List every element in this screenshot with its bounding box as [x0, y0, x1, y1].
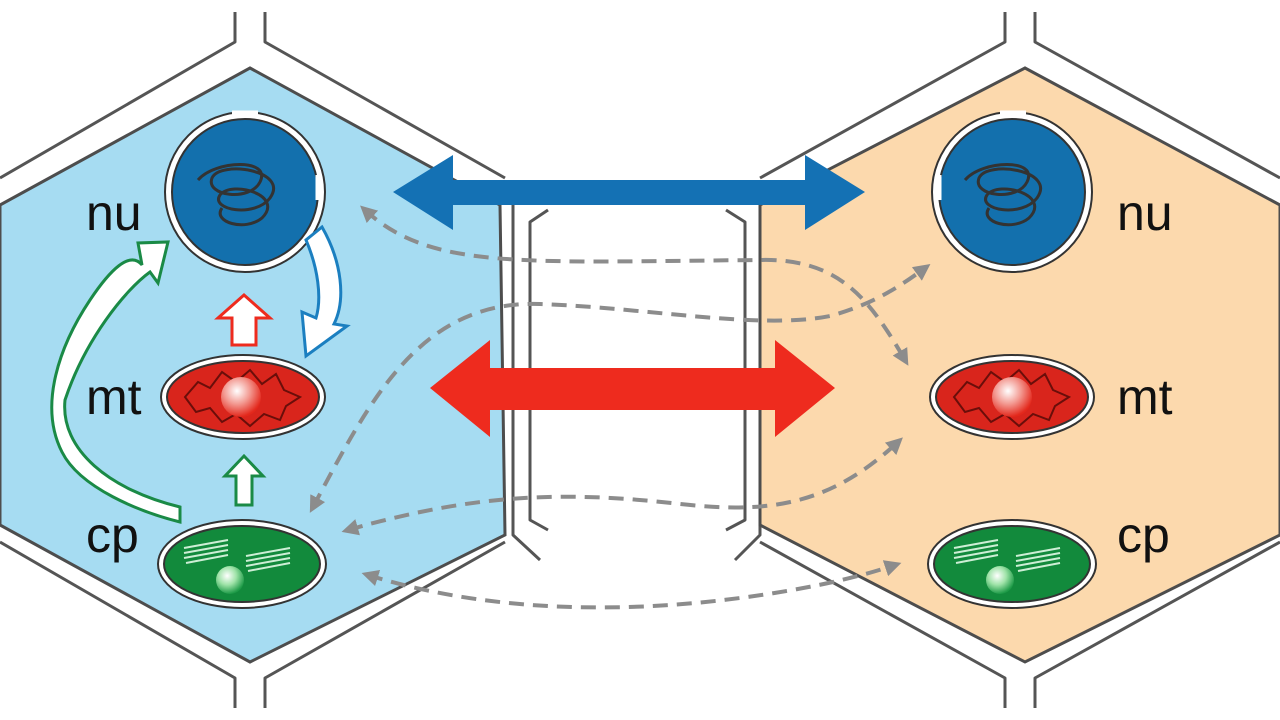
right-nucleus-label: nu [1117, 185, 1173, 241]
chloroplast-icon [157, 519, 327, 609]
retrograde-arrow-cp-to-nu [50, 240, 182, 524]
nucleus-icon [164, 110, 326, 273]
left-mitochondrion-label: mt [86, 369, 142, 425]
retrograde-arrow-mt-to-nu [214, 292, 274, 347]
left-nucleus-label: nu [86, 185, 142, 241]
mitochondrion-icon [929, 354, 1095, 440]
right-mitochondrion-label: mt [1117, 369, 1173, 425]
retrograde-arrow-cp-to-mt [221, 453, 267, 507]
right-chloroplast-label: cp [1117, 507, 1170, 563]
dashed-arrow-icon [309, 205, 931, 610]
mitochondrion-icon [160, 354, 326, 440]
chloroplast-icon [927, 519, 1097, 609]
left-chloroplast-label: cp [86, 507, 139, 563]
nucleus-icon [931, 110, 1093, 273]
double-arrow-icon [393, 155, 865, 230]
